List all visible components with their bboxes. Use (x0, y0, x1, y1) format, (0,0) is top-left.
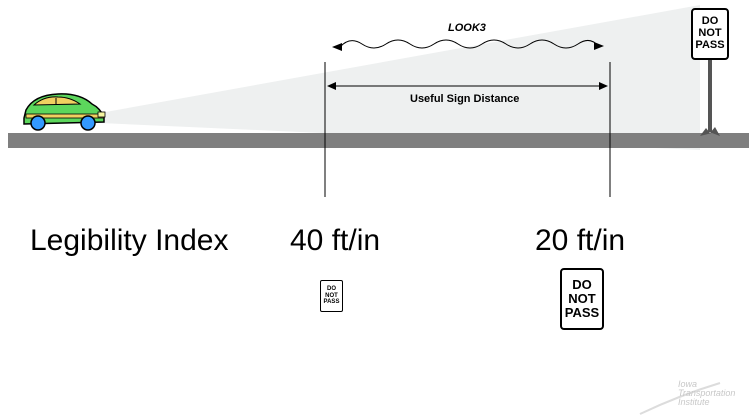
useful-sign-distance-label: Useful Sign Distance (410, 93, 520, 105)
sign-line-1: DO (327, 286, 336, 293)
rear-wheel-icon (30, 115, 46, 131)
watermark-line-3: Institute (678, 397, 710, 407)
useful-distance-arrow (327, 82, 608, 90)
look-label: LOOK3 (448, 22, 486, 34)
sign-line-2: NOT (568, 290, 596, 306)
sign-line-1: DO (572, 276, 592, 292)
sign-line-3: PASS (695, 38, 725, 51)
look-wave-arrow (332, 39, 604, 51)
front-wheel-icon (80, 115, 96, 131)
watermark-line-2: Transportation (678, 388, 736, 398)
car-icon (23, 93, 106, 131)
legibility-value-near: 40 ft/in (290, 224, 381, 257)
watermark-logo: Iowa Transportation Institute (678, 380, 735, 407)
watermark-swoosh (639, 382, 721, 415)
sign-line-1: DO (701, 15, 719, 28)
sign-line-3: PASS (564, 305, 600, 321)
watermark-line-1: Iowa (678, 379, 698, 389)
sign-line-2: NOT (325, 292, 338, 299)
sign-post (700, 60, 720, 136)
roadside-do-not-pass-sign: DO NOT PASS (691, 8, 729, 60)
legibility-index-label: Legibility Index (30, 224, 229, 257)
legibility-value-far: 20 ft/in (535, 224, 626, 257)
sign-line-3: PASS (323, 299, 340, 306)
small-do-not-pass-sign: DO NOT PASS (320, 280, 343, 312)
medium-do-not-pass-sign: DO NOT PASS (560, 268, 604, 330)
road (8, 133, 749, 148)
sign-line-2: NOT (698, 27, 722, 40)
